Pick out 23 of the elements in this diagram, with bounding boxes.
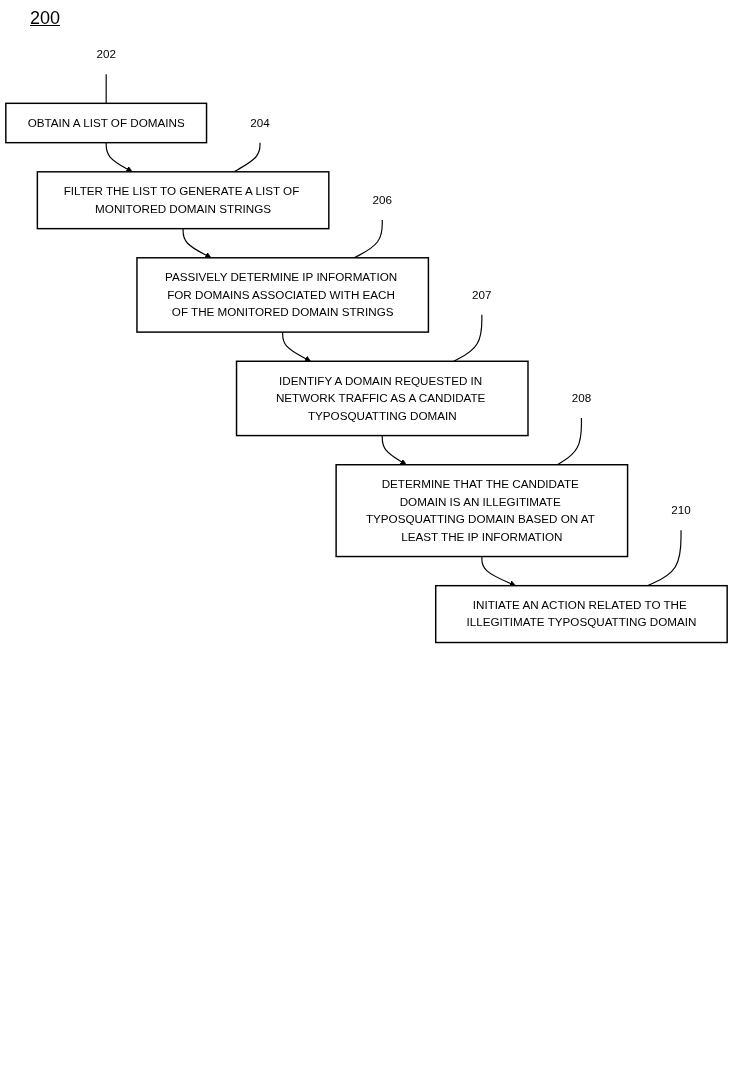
- node-text: 207: [472, 288, 492, 301]
- node-box: IDENTIFY A DOMAIN REQUESTED IN NETWORK TRAFFIC AS A CANDIDATE TYPOSQUATTING DOMAIN: [235, 360, 529, 437]
- connector: [556, 417, 583, 466]
- node-text: 206: [372, 193, 392, 207]
- connector: [453, 314, 483, 362]
- node-box: FILTER THE LIST TO GENERATE A LIST OF MONITORED DOMAIN STRINGS: [36, 171, 330, 230]
- figure-number: 200: [30, 8, 61, 29]
- arrow: [481, 555, 516, 587]
- connector: [105, 73, 107, 104]
- node-box: OBTAIN A LIST OF DOMAINS: [5, 102, 208, 144]
- node-box: DETERMINE THAT THE CANDIDATE DOMAIN IS AN ILLEGITIMATE TYPOSQUATTING DOMAIN BASED ON AT LEAST THE IP INFORMATION: [335, 464, 629, 558]
- connector: [353, 219, 383, 259]
- arrow: [282, 331, 311, 362]
- node-text: 208: [571, 391, 592, 405]
- arrow: [105, 142, 133, 173]
- arrow: [381, 435, 407, 465]
- node-box: INITIATE AN ACTION RELATED TO THE ILLEGITIMATE TYPOSQUATTING DOMAIN: [434, 584, 728, 644]
- node-text: 210: [671, 504, 691, 517]
- node-box: PASSIVELY DETERMINE IP INFORMATION FOR DOMAINS ASSOCIATED WITH EACH OF THE MONITORED DOMAIN STRINGS: [136, 257, 430, 333]
- node-text: 202: [96, 47, 116, 61]
- node-text: 204: [250, 116, 270, 129]
- arrow: [182, 228, 212, 259]
- connector: [233, 142, 261, 173]
